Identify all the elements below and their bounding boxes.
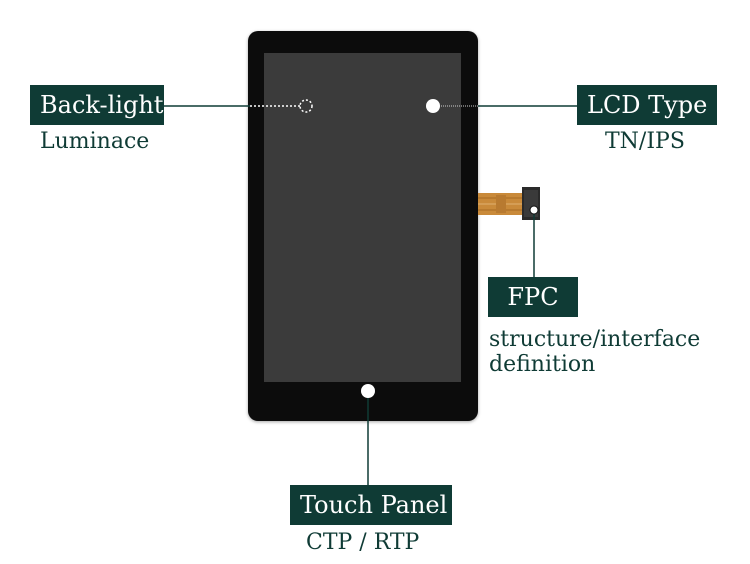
backlight-marker [299,99,313,113]
touch-panel-label: Touch Panel [290,485,452,525]
lcd-type-label: LCD Type [577,85,717,125]
fpc-marker [529,205,539,215]
fpc-subtitle: structure/interface definition [489,327,700,377]
lcd-type-subtitle: TN/IPS [605,129,685,154]
fpc-subtitle-line2: definition [489,352,596,377]
touch-panel-marker [361,384,375,398]
backlight-label: Back-light [30,85,164,125]
touch-panel-subtitle: CTP / RTP [306,530,420,555]
fpc-subtitle-line1: structure/interface [489,327,701,352]
lcd-type-marker [426,99,440,113]
fpc-label: FPC [488,277,578,317]
backlight-subtitle: Luminace [40,129,150,154]
